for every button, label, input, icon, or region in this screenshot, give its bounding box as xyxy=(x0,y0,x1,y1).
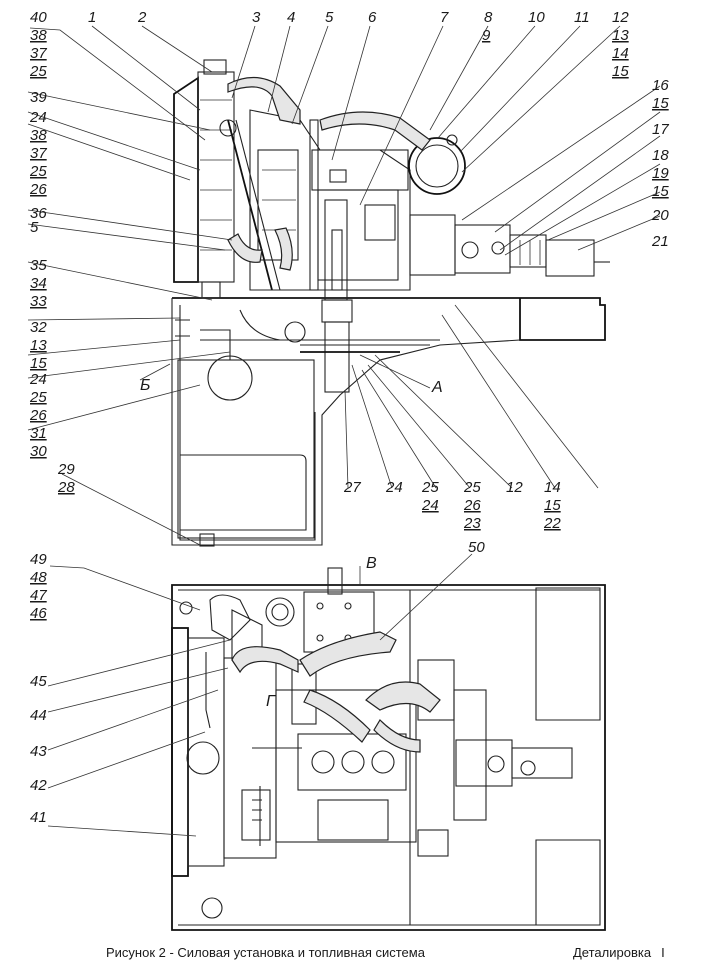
callout: 32 xyxy=(30,319,47,336)
view-letter: Г xyxy=(266,693,276,710)
callout: 24 xyxy=(29,109,47,126)
callout: 12 xyxy=(612,9,629,26)
callout: 38 xyxy=(30,27,47,44)
callout: 20 xyxy=(651,207,669,224)
callout: 47 xyxy=(30,587,47,604)
callout: 16 xyxy=(652,77,669,94)
callout: 46 xyxy=(30,605,47,622)
callout: 42 xyxy=(30,777,47,794)
callout: 3 xyxy=(252,9,261,26)
callout: 4 xyxy=(287,9,295,26)
view-letter: Б xyxy=(140,377,150,394)
sheet-label: Деталировка I xyxy=(573,945,665,960)
callout: 14 xyxy=(612,45,629,62)
callout: 15 xyxy=(30,355,47,372)
callout: 6 xyxy=(368,9,377,26)
callout: 26 xyxy=(463,497,481,514)
callout: 10 xyxy=(528,9,545,26)
callout: 26 xyxy=(29,181,47,198)
callout: 15 xyxy=(612,63,629,80)
callout: 33 xyxy=(30,293,47,310)
callout: 5 xyxy=(325,9,334,26)
callout: 27 xyxy=(343,479,361,496)
callout: 41 xyxy=(30,809,47,826)
callout: 7 xyxy=(440,9,449,26)
callout: 14 xyxy=(544,479,561,496)
view-letter: В xyxy=(366,555,377,572)
callout: 18 xyxy=(652,147,669,164)
callout: 21 xyxy=(651,233,669,250)
leader-lines-plan xyxy=(47,553,473,837)
callout: 15 xyxy=(652,95,669,112)
callout: 23 xyxy=(463,515,481,532)
callout: 15 xyxy=(544,497,561,514)
view-letter: А xyxy=(431,379,443,396)
callout: 13 xyxy=(30,337,47,354)
callout: 36 xyxy=(30,205,47,222)
callout: 49 xyxy=(30,551,47,568)
callout: 1 xyxy=(88,9,96,26)
callout: 24 xyxy=(421,497,439,514)
sheet-title: Деталировка xyxy=(573,945,652,960)
callout: 13 xyxy=(612,27,629,44)
callouts-top: 40 38 37 25 1 2 3 4 5 6 7 8 9 10 11 12 1… xyxy=(29,9,669,532)
plan-view xyxy=(171,567,606,931)
callout: 12 xyxy=(506,479,523,496)
callout: 45 xyxy=(30,673,47,690)
callout: 25 xyxy=(29,163,47,180)
callout: 48 xyxy=(30,569,47,586)
callout: 25 xyxy=(29,389,47,406)
callout: 15 xyxy=(652,183,669,200)
callout: 17 xyxy=(652,121,669,138)
callout: 24 xyxy=(385,479,403,496)
callout: 34 xyxy=(30,275,47,292)
sheet-marker: I xyxy=(661,945,665,960)
callout: 37 xyxy=(30,45,47,62)
callout: 29 xyxy=(57,461,75,478)
callout: 25 xyxy=(463,479,481,496)
callout: 19 xyxy=(652,165,669,182)
callouts-plan: 49 48 47 46 50 45 44 43 42 41 В Г xyxy=(30,539,485,826)
callout: 28 xyxy=(57,479,75,496)
callout: 31 xyxy=(30,425,47,442)
callout: 22 xyxy=(543,515,561,532)
callout: 37 xyxy=(30,145,47,162)
callout: 5 xyxy=(30,219,39,236)
callout: 43 xyxy=(30,743,47,760)
callout: 38 xyxy=(30,127,47,144)
callout: 26 xyxy=(29,407,47,424)
leader-lines-top xyxy=(27,25,661,546)
side-elevation-view xyxy=(171,59,610,547)
callout: 2 xyxy=(137,9,147,26)
callout: 24 xyxy=(29,371,47,388)
callout: 44 xyxy=(30,707,47,724)
callout: 30 xyxy=(30,443,47,460)
callout: 39 xyxy=(30,89,47,106)
callout: 50 xyxy=(468,539,485,556)
callout: 40 xyxy=(30,9,47,26)
callout: 8 xyxy=(484,9,493,26)
callout: 11 xyxy=(574,9,590,26)
figure-caption: Рисунок 2 - Силовая установка и топливна… xyxy=(106,945,425,960)
callout: 35 xyxy=(30,257,47,274)
callout: 9 xyxy=(482,27,491,44)
callout: 25 xyxy=(421,479,439,496)
callout: 25 xyxy=(29,63,47,80)
